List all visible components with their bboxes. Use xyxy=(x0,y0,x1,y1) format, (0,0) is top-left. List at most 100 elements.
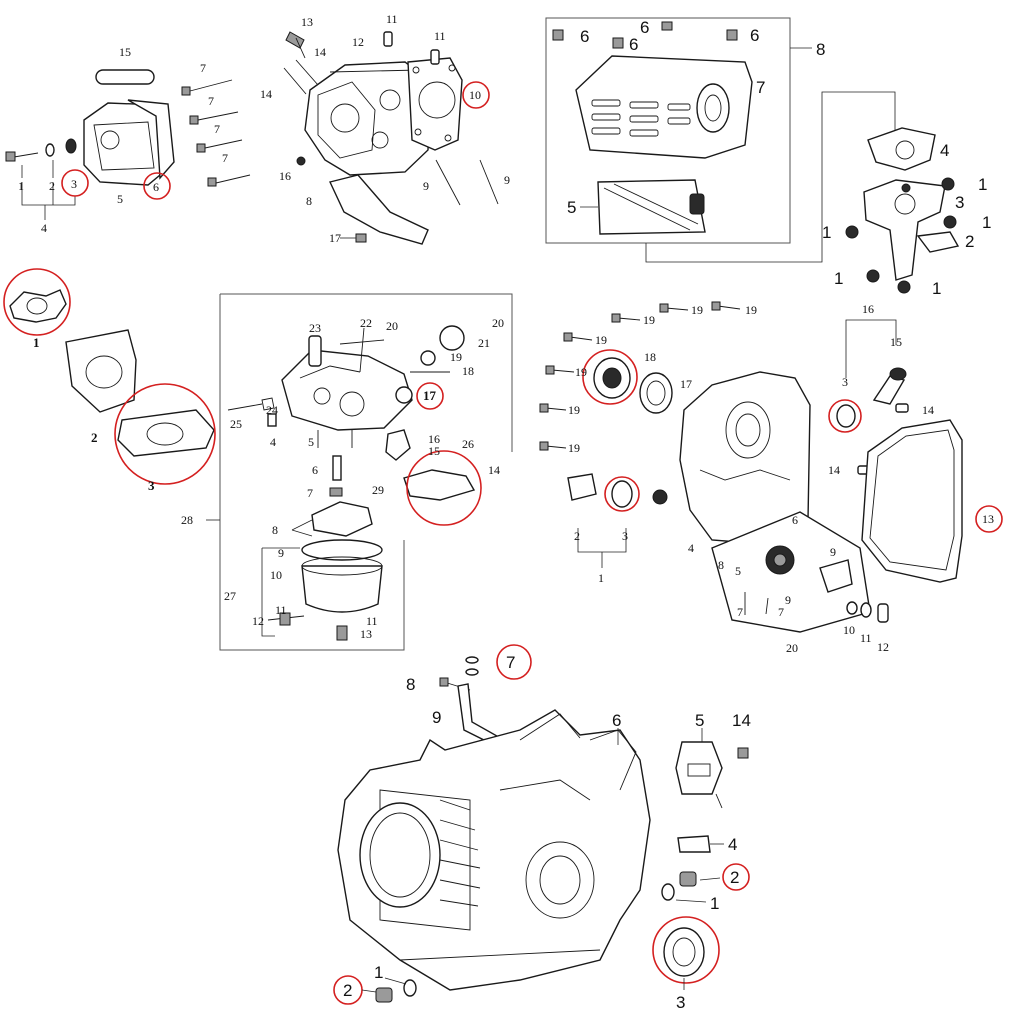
part-number-label: 18 xyxy=(644,350,656,364)
engine-block-group: 7 8 9 6 5 14 4 2 1 3 1 2 xyxy=(333,644,751,1012)
part-number-label: 16 xyxy=(279,169,291,183)
part-number-label: 13 xyxy=(982,512,994,526)
part-number-label: 10 xyxy=(270,568,282,582)
part-number-label: 9 xyxy=(785,593,791,607)
part-number-label: 4 xyxy=(688,541,694,555)
part-number-label: 6 xyxy=(629,35,638,54)
breather-plate xyxy=(677,835,711,853)
head-gasket xyxy=(407,57,463,151)
carb-insulator-gasket xyxy=(403,469,476,501)
part-number-label: 9 xyxy=(423,179,429,193)
part-number-label: 2 xyxy=(91,430,98,445)
cover-gasket-13 xyxy=(861,419,963,583)
part-number-label: 14 xyxy=(314,45,326,59)
part-number-label: 1 xyxy=(374,963,383,982)
part-number-label: 7 xyxy=(222,151,228,165)
part-number-label: 8 xyxy=(816,40,825,59)
part-number-label: 1 xyxy=(33,335,40,350)
bearing xyxy=(639,372,673,414)
cover-bolts xyxy=(181,79,251,187)
heat-shield-vents xyxy=(591,99,691,137)
part-number-label: 3 xyxy=(622,529,628,543)
part-number-label: 5 xyxy=(567,198,576,217)
part-number-label: 1 xyxy=(978,175,987,194)
part-number-label: 13 xyxy=(360,627,372,641)
part-number-label: 19 xyxy=(568,403,580,417)
part-number-label: 14 xyxy=(488,463,500,477)
highlight-circle xyxy=(114,383,216,485)
part-number-label: 15 xyxy=(890,335,902,349)
highlight-circle xyxy=(496,644,532,680)
part-number-label: 27 xyxy=(224,589,236,603)
part-number-label: 7 xyxy=(200,61,206,75)
part-number-label: 16 xyxy=(428,432,440,446)
part-number-label: 25 xyxy=(230,417,242,431)
intake-gasket-small xyxy=(9,289,67,323)
part-number-label: 6 xyxy=(153,180,159,194)
muffler-body xyxy=(597,179,706,235)
part-number-label: 14 xyxy=(828,463,840,477)
part-number-label: 13 xyxy=(301,15,313,29)
part-number-label: 4 xyxy=(41,221,47,235)
intake-group: 1 2 3 xyxy=(3,268,216,493)
part-number-label: 5 xyxy=(308,435,314,449)
part-number-label: 6 xyxy=(312,463,318,477)
valve-cover-group: 15 7 7 7 7 1 2 3 5 6 4 xyxy=(5,45,251,235)
part-number-label: 16 xyxy=(862,302,874,316)
highlight-circle xyxy=(582,349,638,405)
part-number-label: 19 xyxy=(568,441,580,455)
part-number-label: 6 xyxy=(580,27,589,46)
part-number-label: 2 xyxy=(343,981,352,1000)
part-number-label: 18 xyxy=(462,364,474,378)
part-number-label: 4 xyxy=(270,435,276,449)
exhaust-flange xyxy=(867,127,936,171)
part-number-label: 11 xyxy=(386,12,398,26)
part-number-label: 17 xyxy=(423,388,437,403)
part-number-label: 12 xyxy=(877,640,889,654)
part-number-label: 7 xyxy=(506,653,515,672)
highlight-circle xyxy=(416,382,444,410)
part-number-label: 14 xyxy=(922,403,934,417)
part-number-label: 1 xyxy=(598,571,604,585)
cylinder-block xyxy=(337,709,651,991)
part-number-label: 8 xyxy=(718,558,724,572)
part-number-label: 19 xyxy=(691,303,703,317)
exhaust-bracket xyxy=(863,179,946,281)
part-number-label: 7 xyxy=(214,122,220,136)
highlight-circle xyxy=(828,399,862,433)
highlight-circle xyxy=(143,172,171,200)
part-number-label: 1 xyxy=(834,269,843,288)
part-number-label: 12 xyxy=(252,614,264,628)
part-number-label: 6 xyxy=(750,26,759,45)
breather-tube xyxy=(95,69,155,85)
muffler-screws xyxy=(552,21,738,49)
part-number-label: 17 xyxy=(680,377,692,391)
muffler-group: 6 6 6 6 8 7 5 4 3 2 1 1 1 1 1 xyxy=(545,17,991,298)
breather-valve xyxy=(675,741,723,795)
part-number-label: 8 xyxy=(272,523,278,537)
part-number-label: 2 xyxy=(49,179,55,193)
part-number-label: 15 xyxy=(119,45,131,59)
crankcase-cover-group: 19 19 19 19 19 19 19 18 17 16 15 3 14 14… xyxy=(539,301,1003,655)
part-number-label: 12 xyxy=(352,35,364,49)
part-number-label: 9 xyxy=(504,173,510,187)
insulator-plate xyxy=(65,329,137,413)
part-number-label: 3 xyxy=(148,478,155,493)
part-number-label: 6 xyxy=(792,513,798,527)
part-number-label: 19 xyxy=(745,303,757,317)
part-number-label: 19 xyxy=(595,333,607,347)
highlight-circle xyxy=(722,863,750,891)
part-number-label: 3 xyxy=(842,375,848,389)
part-number-label: 4 xyxy=(728,835,737,854)
crank-oil-seal xyxy=(663,927,705,977)
part-number-label: 14 xyxy=(260,87,272,101)
part-number-label: 14 xyxy=(732,711,751,730)
part-number-label: 7 xyxy=(756,78,765,97)
highlight-circle xyxy=(604,476,640,512)
part-number-label: 3 xyxy=(676,993,685,1012)
part-number-label: 9 xyxy=(278,546,284,560)
highlight-circle xyxy=(61,169,89,197)
part-number-label: 19 xyxy=(643,313,655,327)
deflector-plate xyxy=(329,174,429,245)
